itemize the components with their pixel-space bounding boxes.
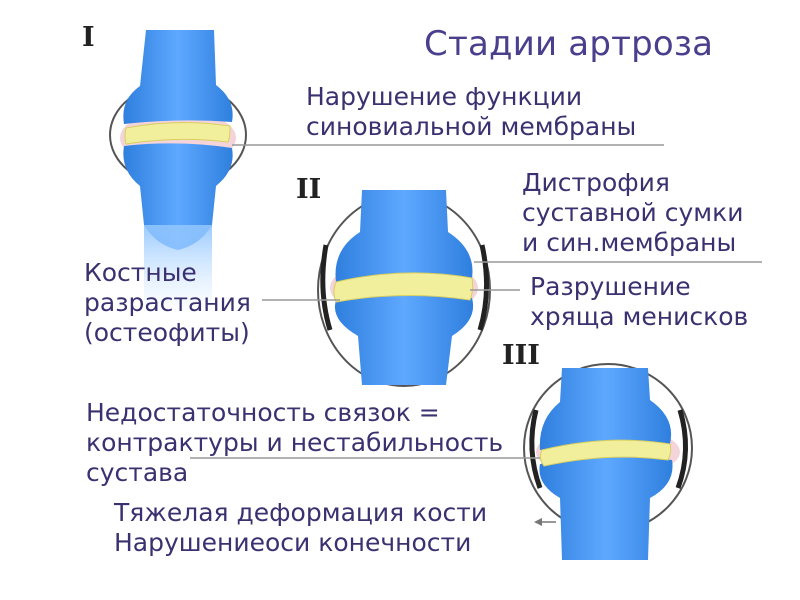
stage-2-lower-bone [334, 295, 474, 385]
stage-2-upper-bone [335, 190, 473, 282]
stage-3-capsule-dark-right [675, 409, 689, 489]
label-meniscus-destruction: Разрушение хряща менисков [530, 272, 749, 331]
label-bone-deformation: Тяжелая деформация кости Нарушениеоси ко… [114, 498, 488, 557]
label-capsule-dystrophy: Дистрофия суставной сумки и син.мембраны [522, 168, 744, 257]
label-synovial-dysfunction: Нарушение функции синовиальной мембраны [306, 82, 637, 141]
label-osteophytes: Костные разрастания (остеофиты) [84, 258, 251, 347]
stage-3-numeral: III [502, 340, 540, 371]
stage-3-joint [190, 363, 693, 560]
stage-1-numeral: I [82, 22, 95, 53]
stage-1-lower-bone [123, 143, 233, 250]
stage-1-upper-bone [123, 30, 233, 124]
stage-2-joint [262, 190, 762, 387]
stage-3-cartilage [539, 439, 672, 467]
stage-2-capsule-dark-left [320, 244, 333, 331]
stage-1-bone-fade [144, 225, 212, 315]
stage-3-arrow-head [534, 518, 542, 526]
stage-1-joint [109, 30, 664, 315]
label-ligament-insufficiency: Недостаточность связок = контрактуры и н… [86, 398, 504, 487]
diagram-title: Стадии артроза [424, 24, 714, 64]
stage-2-capsule-dark-right [477, 244, 489, 331]
stage-1-cartilage [124, 121, 231, 145]
stage-3-lower-bone [539, 456, 673, 560]
stage-3-capsule-dark-left [529, 409, 543, 489]
stage-3-upper-bone [539, 368, 672, 450]
stage-2-numeral: II [296, 174, 322, 205]
